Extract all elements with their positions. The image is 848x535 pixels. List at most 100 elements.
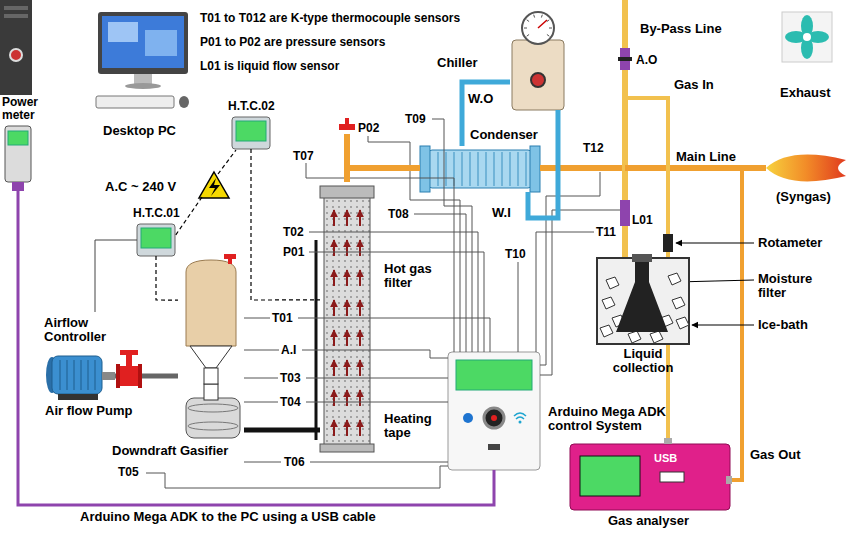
air-pump: [88, 360, 89, 390]
sensor-wire: [306, 163, 454, 352]
air-pump: [102, 372, 115, 380]
chiller: [527, 20, 529, 22]
node-label: Hot gas filter: [384, 262, 444, 291]
condenser: [461, 152, 463, 186]
hot-gas-filter: [333, 270, 335, 286]
monitor: [125, 83, 161, 89]
connector: [528, 110, 558, 218]
hot-gas-filter: [346, 270, 348, 286]
gas-lines: [663, 234, 673, 252]
line-label: Gas Out: [750, 448, 801, 462]
hot-gas-filter: [359, 360, 361, 376]
sensor-label: T01: [272, 312, 293, 325]
connector: [18, 182, 494, 505]
condenser: [517, 152, 519, 186]
ice-bath: [597, 254, 689, 344]
gas-lines: [540, 165, 625, 171]
chiller: [512, 40, 564, 110]
sensor-wire: [244, 402, 448, 403]
hot-gas-filter: [346, 330, 348, 346]
node-label: Downdraft Gasifier: [112, 444, 228, 458]
condenser: [485, 152, 487, 186]
gas-lines: [766, 155, 846, 182]
exhaust-fan: [803, 33, 811, 41]
hot-gas-filter: [359, 390, 361, 406]
monitor: [98, 12, 188, 74]
air-pump: Air flow Pump: [45, 352, 115, 400]
ice-bath: [606, 277, 619, 289]
condenser: [420, 146, 540, 192]
sensor-label: T11: [596, 226, 616, 239]
condenser: [525, 152, 527, 186]
sensor-label: T04: [280, 396, 301, 409]
pc-tower: [0, 0, 32, 95]
airflow-valve: [138, 364, 142, 388]
sensor-wire: [244, 462, 448, 463]
air-pump: [95, 360, 96, 390]
monitor: [179, 96, 189, 108]
monitor: [102, 16, 184, 68]
arduino-box: [491, 415, 497, 421]
desktop-pc: Desktop PC: [95, 10, 195, 116]
air-pump: [81, 360, 82, 390]
hot-gas-filter: [359, 330, 361, 346]
hot-gas-filter: [359, 210, 361, 226]
part-label: Ice-bath: [758, 318, 808, 332]
gasifier: [228, 258, 232, 264]
hot-gas-filter: [320, 186, 374, 198]
condenser: [420, 146, 430, 192]
gas-analyser: [570, 444, 730, 510]
pc-tower: [4, 6, 28, 10]
hot-gas-filter: [344, 134, 350, 168]
sensor-wire: [518, 262, 519, 352]
hot-gas-filter: [320, 444, 374, 452]
chiller: [522, 12, 554, 44]
hot-gas-filter: [346, 240, 348, 256]
gasifier: [186, 254, 240, 438]
gasifier: [204, 384, 218, 400]
ice-bath: [672, 297, 685, 309]
gasifier: [186, 398, 240, 438]
sensor-label: T05: [118, 466, 139, 479]
connector: [244, 427, 320, 432]
hot-gas-filter: [359, 300, 361, 316]
hot-gas-filter: [333, 360, 335, 376]
callout-arrow: [676, 242, 754, 243]
part-label: Rotameter: [758, 236, 822, 250]
hot-gas-filter: [333, 240, 335, 256]
sensor-label: A.I: [281, 344, 296, 357]
hot-gas-filter: [333, 390, 335, 406]
air-pump: [52, 356, 102, 394]
gasifier-throat: [190, 346, 232, 384]
sensor-wire: [540, 210, 620, 375]
gas-lines: [540, 0, 846, 480]
ac-supply: [95, 240, 137, 312]
ice-bath: [668, 273, 681, 285]
condenser: Condenser: [420, 146, 540, 192]
arduino-box: [456, 360, 532, 390]
hot-gas-filter: [333, 420, 335, 436]
hot-gas-filter: [346, 420, 348, 436]
node-label: Exhaust: [780, 86, 831, 100]
gas-lines: [625, 165, 766, 171]
power-meter: [8, 131, 28, 145]
gasifier: [188, 422, 238, 430]
note: L01 is liquid flow sensor: [200, 60, 339, 73]
chiller: [527, 34, 529, 36]
monitor: [96, 12, 189, 108]
power-meter: [5, 126, 31, 191]
part-label: Airflow Controller: [44, 316, 124, 345]
line-label: (Syngas): [776, 190, 831, 204]
air-pump: [60, 360, 61, 390]
chiller: [547, 34, 549, 36]
sensor-label: T08: [388, 208, 409, 221]
arduino-box: [484, 408, 504, 428]
monitor: [145, 30, 177, 56]
ice-bath: [616, 262, 668, 332]
condenser: [501, 152, 503, 186]
control-box: Arduino Mega ADK control System: [448, 352, 540, 470]
ice-bath: [632, 254, 652, 262]
airflow-valve: [116, 350, 142, 388]
arduino-box: [488, 444, 500, 450]
